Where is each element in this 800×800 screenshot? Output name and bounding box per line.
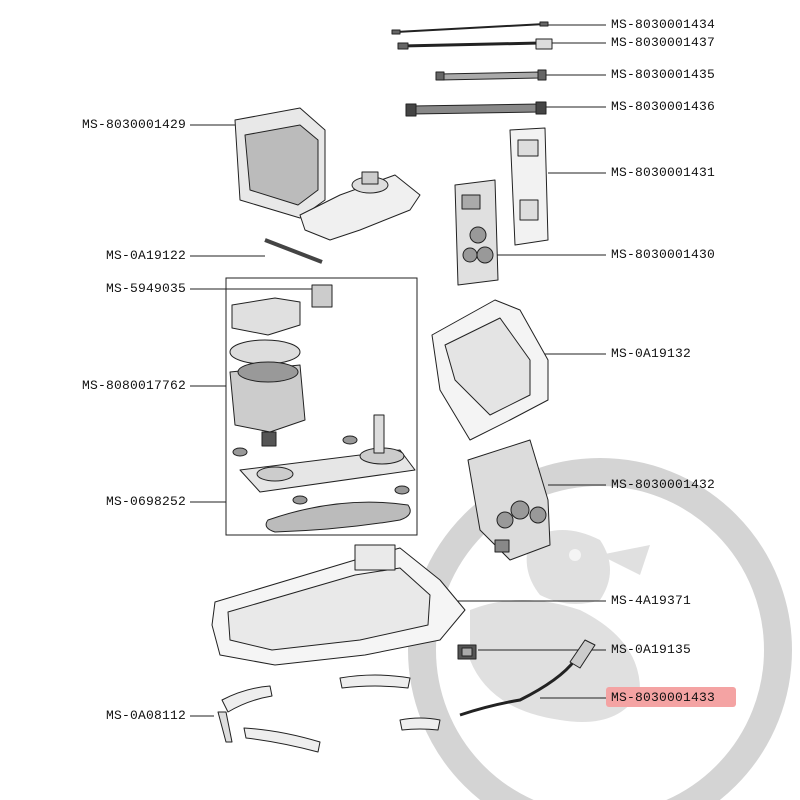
label-0698252[interactable]: MS-0698252	[105, 494, 186, 509]
label-8030001437[interactable]: MS-8030001437	[611, 35, 716, 50]
power-cord-1433	[459, 639, 596, 717]
motor-group-frame	[225, 277, 418, 536]
cable-1434	[391, 21, 549, 35]
switch-0a19135	[457, 644, 477, 660]
chassis-0a19132	[431, 299, 549, 441]
label-8030001433[interactable]: MS-8030001433	[611, 690, 716, 705]
label-8030001430[interactable]: MS-8030001430	[611, 247, 716, 262]
spring-0a19122	[264, 238, 323, 264]
ribbon-cable-1436	[405, 101, 547, 117]
pcb-1430	[454, 179, 499, 286]
pcb-holder-1431	[509, 127, 549, 246]
cable-1437	[397, 38, 553, 50]
label-8030001431[interactable]: MS-8030001431	[611, 165, 716, 180]
motor-8080017762	[229, 297, 306, 447]
label-0a08112[interactable]: MS-0A08112	[105, 708, 186, 723]
label-0a19135[interactable]: MS-0A19135	[611, 642, 692, 657]
label-8030001434[interactable]: MS-8030001434	[611, 17, 716, 32]
label-8080017762[interactable]: MS-8080017762	[81, 378, 186, 393]
watermark-logo	[408, 458, 792, 800]
label-0a19132[interactable]: MS-0A19132	[611, 346, 692, 361]
label-0a19122[interactable]: MS-0A19122	[105, 248, 186, 263]
highlight-box	[606, 687, 736, 707]
label-8030001429[interactable]: MS-8030001429	[81, 117, 186, 132]
label-5949035[interactable]: MS-5949035	[105, 281, 186, 296]
rubber-feet-0a08112	[217, 674, 441, 753]
label-8030001432[interactable]: MS-8030001432	[611, 477, 716, 492]
label-4a19371[interactable]: MS-4A19371	[611, 593, 692, 608]
gear-housing-1429	[234, 107, 421, 241]
sensor-board-5949035	[311, 284, 333, 308]
label-8030001436[interactable]: MS-8030001436	[611, 99, 716, 114]
gear-belt-assembly	[232, 414, 416, 505]
ribbon-cable-1435	[435, 69, 547, 81]
drive-belt-0698252	[265, 501, 411, 533]
base-4a19371	[211, 544, 466, 666]
label-8030001435[interactable]: MS-8030001435	[611, 67, 716, 82]
power-pcb-1432	[467, 439, 551, 561]
